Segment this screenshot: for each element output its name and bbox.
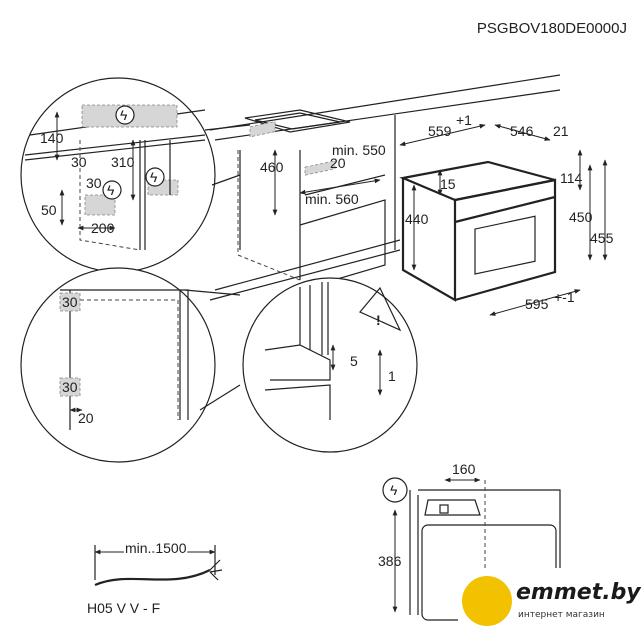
dim-30-b: 30 bbox=[86, 175, 102, 191]
detail-mounting-gap: ! 5 1 bbox=[242, 277, 418, 453]
electric-connection-icon bbox=[115, 105, 135, 125]
dim-440: 440 bbox=[405, 211, 429, 227]
dim-450: 450 bbox=[569, 209, 593, 225]
dim-386: 386 bbox=[378, 553, 402, 569]
dim-595: 595 bbox=[525, 296, 549, 312]
model-code: PSGBOV180DE0000J bbox=[476, 20, 627, 37]
dim-21: 21 bbox=[553, 123, 569, 139]
dim-15: 15 bbox=[440, 176, 456, 192]
detail-ventilation: 30 30 20 bbox=[20, 267, 241, 463]
dim-140: 140 bbox=[40, 130, 64, 146]
dim-455: 455 bbox=[590, 230, 614, 246]
svg-text:!: ! bbox=[376, 312, 381, 328]
dim-30-bottom: 30 bbox=[62, 379, 78, 395]
electric-connection-icon bbox=[382, 477, 408, 503]
detail-electrical-zones: ϟ ϟ ϟ 140 30 310 30 50 200 bbox=[20, 77, 251, 273]
dim-559: 559 bbox=[428, 123, 452, 139]
dim-30-top: 30 bbox=[62, 294, 78, 310]
brand-tagline: интернет магазин bbox=[518, 610, 605, 620]
electric-connection-icon bbox=[145, 167, 165, 187]
dim-20: 20 bbox=[78, 410, 94, 426]
cable-spec: min. 1500 H05 V V - F bbox=[87, 538, 223, 616]
dim-30-a: 30 bbox=[71, 154, 87, 170]
kitchen-overview: 460 min. 550 20 min. 560 bbox=[209, 74, 561, 301]
cable-length: min. 1500 bbox=[125, 540, 187, 556]
dim-114: 114 bbox=[560, 170, 583, 186]
cable-type: H05 V V - F bbox=[87, 600, 160, 616]
dim-1: 1 bbox=[388, 368, 396, 384]
watermark-logo: emmet.by интернет магазин bbox=[458, 568, 641, 634]
dim-595-tolerance: +-1 bbox=[554, 289, 575, 305]
dim-200: 200 bbox=[91, 220, 115, 236]
dim-hob-depth: 460 bbox=[260, 159, 284, 175]
dim-310: 310 bbox=[111, 154, 135, 170]
warning-triangle-icon bbox=[359, 286, 402, 332]
bee-logo-icon bbox=[462, 576, 512, 626]
dim-559-tolerance: +1 bbox=[456, 112, 472, 128]
electric-connection-icon bbox=[102, 180, 122, 200]
svg-text:ϟ: ϟ bbox=[120, 107, 128, 123]
svg-text:ϟ: ϟ bbox=[107, 182, 115, 198]
dim-50: 50 bbox=[41, 202, 57, 218]
dim-5: 5 bbox=[350, 353, 358, 369]
dim-min-560: min. 560 bbox=[305, 191, 359, 207]
dim-20: 20 bbox=[330, 155, 346, 171]
dim-546: 546 bbox=[510, 123, 534, 139]
brand-name: emmet.by bbox=[516, 580, 641, 605]
dim-min-550: min. 550 bbox=[332, 142, 386, 158]
svg-text:ϟ: ϟ bbox=[390, 482, 398, 498]
svg-text:ϟ: ϟ bbox=[150, 169, 158, 185]
appliance-dimensions: 559 +1 546 21 15 114 440 450 455 595 +-1 bbox=[399, 112, 614, 316]
dim-160: 160 bbox=[452, 461, 476, 477]
